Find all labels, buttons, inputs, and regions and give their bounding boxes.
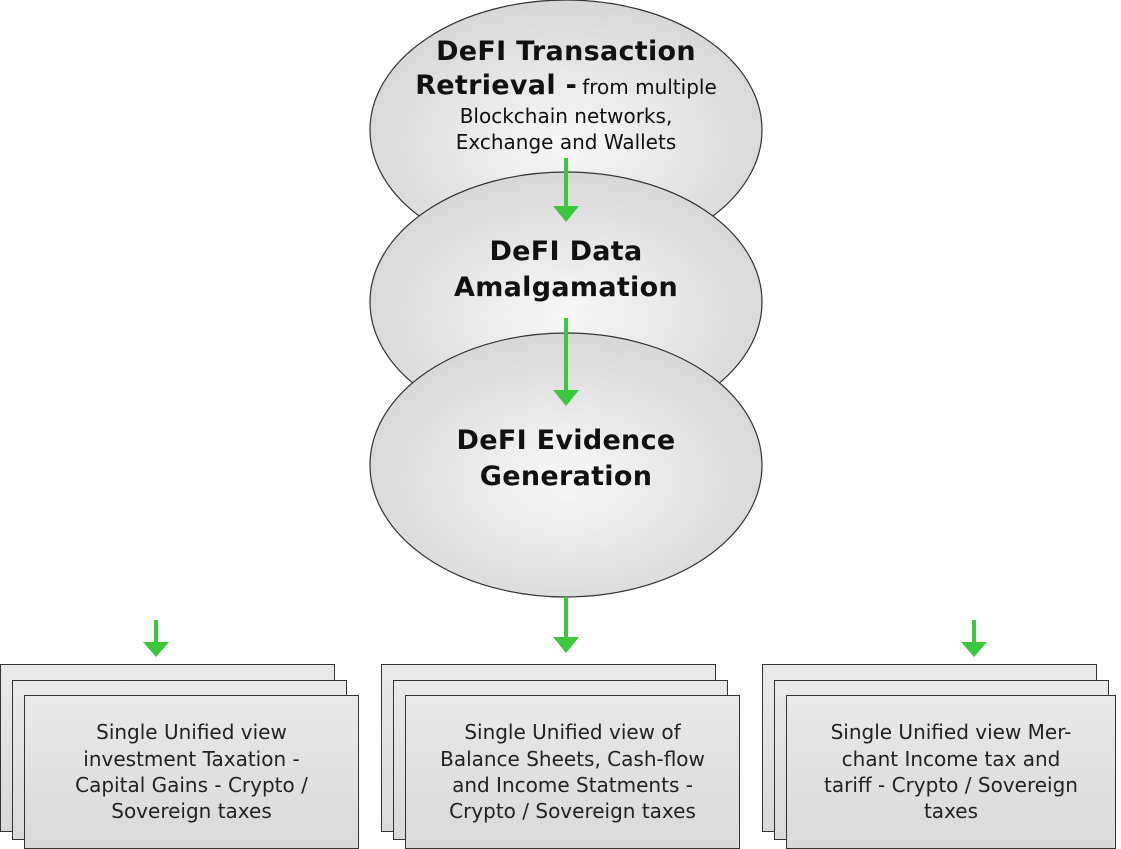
- output-left-text: Single Unified view investment Taxation …: [63, 719, 320, 825]
- stage-retrieval-title-line2: Retrieval -: [415, 70, 578, 102]
- output-center-card: Single Unified view of Balance Sheets, C…: [405, 695, 740, 849]
- stage-amalgamation-text: DeFI Data Amalgamation: [380, 236, 752, 305]
- output-center-line: Balance Sheets, Cash-flow: [440, 746, 705, 771]
- output-right-card: Single Unified view Mer- chant Income ta…: [786, 695, 1116, 849]
- arrow-evidence-to-center-output: [553, 597, 579, 653]
- stage-retrieval-subtitle-inline: from multiple: [582, 75, 717, 100]
- output-center-text: Single Unified view of Balance Sheets, C…: [428, 719, 717, 825]
- stage-evidence-title-line2: Generation: [479, 461, 653, 493]
- stage-retrieval-title-line1: DeFI Transaction: [436, 36, 696, 67]
- stage-retrieval-subtitle-line2: Blockchain networks,: [459, 103, 673, 128]
- output-right-line: taxes: [923, 799, 979, 824]
- output-left-line: Single Unified view: [96, 720, 287, 745]
- stage-retrieval-title-line2-row: Retrieval - from multiple: [380, 70, 752, 102]
- output-right-line: tariff - Crypto / Sovereign: [824, 773, 1078, 797]
- arrow-retrieval-to-amalgamation: [553, 158, 579, 222]
- output-left-line: Capital Gains - Crypto /: [75, 773, 308, 797]
- stage-retrieval-subtitle-line3: Exchange and Wallets: [455, 129, 677, 154]
- stage-amalgamation-title-line1: DeFI Data: [489, 236, 643, 267]
- output-left-card: Single Unified view investment Taxation …: [24, 695, 359, 849]
- output-right-line: Single Unified view Mer-: [830, 720, 1072, 745]
- output-right-text: Single Unified view Mer- chant Income ta…: [812, 719, 1090, 825]
- stage-retrieval-text: DeFI Transaction Retrieval - from multip…: [380, 36, 752, 155]
- output-center-line: and Income Statments -: [452, 773, 693, 797]
- output-center-line: Crypto / Sovereign taxes: [449, 799, 696, 824]
- output-left-line: investment Taxation -: [83, 746, 300, 771]
- stage-evidence-title-line1: DeFI Evidence: [456, 425, 676, 456]
- stage-amalgamation-title-line2: Amalgamation: [454, 272, 678, 304]
- output-right-line: chant Income tax and: [841, 746, 1061, 771]
- output-left-line: Sovereign taxes: [111, 799, 272, 824]
- arrow-to-right-output: [961, 620, 987, 657]
- arrow-to-left-output: [143, 620, 169, 657]
- output-center-line: Single Unified view of: [464, 720, 681, 745]
- arrow-amalgamation-to-evidence: [553, 318, 579, 406]
- stage-evidence-text: DeFI Evidence Generation: [380, 425, 752, 494]
